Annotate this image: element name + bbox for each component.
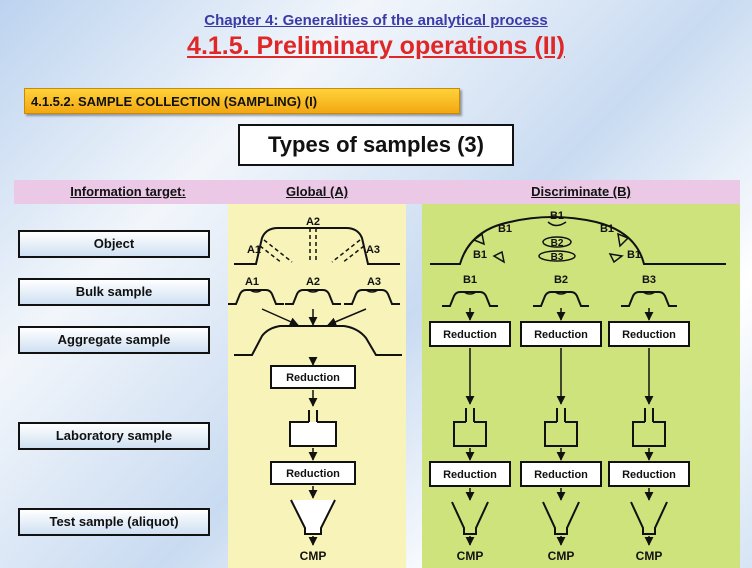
discriminate-object-label-b1-top: B1 xyxy=(550,210,564,222)
global-bulk-label-a1: A1 xyxy=(245,276,259,288)
global-reduction-label-1: Reduction xyxy=(286,372,340,384)
global-bulk-label-a3: A3 xyxy=(367,276,381,288)
discriminate-reduction-box-b3-2 xyxy=(608,461,690,487)
global-reduction-box-2 xyxy=(270,461,356,485)
discriminate-reduction-box-b2-1 xyxy=(520,321,602,347)
discriminate-cmp-label-b1: CMP xyxy=(457,549,484,563)
global-bulk-label-a2: A2 xyxy=(306,276,320,288)
global-object-label-a3: A3 xyxy=(366,244,380,256)
discriminate-bulk-label-b2: B2 xyxy=(554,274,568,286)
discriminate-object-label-b1-lower-left: B1 xyxy=(473,249,487,261)
discriminate-bulk-pile-b1 xyxy=(441,291,499,307)
global-reduction-label-2: Reduction xyxy=(286,468,340,480)
discriminate-reduction-label-b2-2: Reduction xyxy=(534,469,588,481)
arrow-a1-to-aggregate xyxy=(261,308,299,326)
discriminate-object-label-b1-upper-left: B1 xyxy=(498,223,512,235)
global-cmp-label: CMP xyxy=(300,549,327,563)
discriminate-object xyxy=(430,216,726,265)
discriminate-reduction-box-b3-1 xyxy=(608,321,690,347)
global-aggregate-pile xyxy=(234,325,402,356)
discriminate-bulk-label-b3: B3 xyxy=(642,274,656,286)
column-header-band xyxy=(14,180,740,204)
slide-title: 4.1.5. Preliminary operations (II) xyxy=(187,32,565,60)
header-information-target: Information target: xyxy=(70,184,186,199)
row-label-aggregate-sample: Aggregate sample xyxy=(18,326,210,354)
discriminate-bulk-pile-b2 xyxy=(532,291,590,307)
global-reduction-box-1 xyxy=(270,365,356,389)
global-object xyxy=(234,227,400,265)
discriminate-reduction-label-b3-2: Reduction xyxy=(622,469,676,481)
types-title: Types of samples (3) xyxy=(238,124,514,166)
discriminate-lab-container-b1 xyxy=(453,408,487,447)
header-global: Global (A) xyxy=(285,184,349,199)
discriminate-cmp-label-b2: CMP xyxy=(548,549,575,563)
discriminate-reduction-box-b1-2 xyxy=(429,461,511,487)
discriminate-object-label-b1-upper-right: B1 xyxy=(600,223,614,235)
discriminate-lab-container-b3 xyxy=(632,408,666,447)
discriminate-bulk-pile-b3 xyxy=(620,291,678,307)
arrow-a3-to-aggregate xyxy=(327,308,367,327)
global-test-funnel xyxy=(290,499,336,535)
discriminate-cmp-label-b3: CMP xyxy=(636,549,663,563)
discriminate-test-funnel-b2 xyxy=(542,501,580,535)
discriminate-lab-container-b2 xyxy=(544,408,578,447)
global-object-label-a1: A1 xyxy=(247,244,261,256)
discriminate-bulk-label-b1: B1 xyxy=(463,274,477,286)
discriminate-reduction-label-b2-1: Reduction xyxy=(534,329,588,341)
global-lab-container xyxy=(289,410,337,447)
row-label-bulk-sample: Bulk sample xyxy=(18,278,210,306)
discriminate-test-funnel-b1 xyxy=(451,501,489,535)
global-bulk-pile-a1 xyxy=(227,289,285,305)
discriminate-object-label-b1-lower-right: B1 xyxy=(627,249,641,261)
section-label: 4.1.5.2. SAMPLE COLLECTION (SAMPLING) (I… xyxy=(24,88,460,114)
discriminate-test-funnel-b3 xyxy=(630,501,668,535)
row-label-laboratory-sample: Laboratory sample xyxy=(18,422,210,450)
discriminate-reduction-label-b1-2: Reduction xyxy=(443,469,497,481)
discriminate-reduction-box-b1-1 xyxy=(429,321,511,347)
chapter-heading: Chapter 4: Generalities of the analytica… xyxy=(204,12,548,29)
global-object-label-a2: A2 xyxy=(306,216,320,228)
discriminate-object-label-b2: B2 xyxy=(551,238,564,249)
discriminate-reduction-box-b2-2 xyxy=(520,461,602,487)
discriminate-reduction-label-b1-1: Reduction xyxy=(443,329,497,341)
row-label-object: Object xyxy=(18,230,210,258)
global-bulk-pile-a2 xyxy=(284,289,342,305)
header-discriminate: Discriminate (B) xyxy=(531,184,631,199)
global-bulk-pile-a3 xyxy=(343,289,401,305)
discriminate-object-label-b3: B3 xyxy=(551,252,564,263)
discriminate-reduction-label-b3-1: Reduction xyxy=(622,329,676,341)
row-label-test-sample: Test sample (aliquot) xyxy=(18,508,210,536)
